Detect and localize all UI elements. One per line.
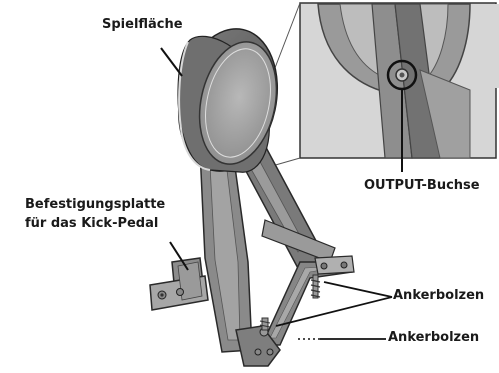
playing-surface-leader-line [161,48,182,76]
output-jack-detail-callout [300,3,499,172]
anchor-bolt-upper-leader-a [324,282,392,297]
kick-pad-stand [150,140,354,366]
anchor-bolts-label-lower: Ankerbolzen [388,329,479,346]
mounting-plate-label-line2: für das Kick-Pedal [25,215,158,232]
output-jack-label: OUTPUT-Buchse [364,177,480,194]
playing-surface-label: Spielfläche [102,16,183,33]
anchor-bolts-label-upper: Ankerbolzen [393,287,484,304]
mounting-plate-label-line1: Befestigungsplatte [25,196,165,213]
